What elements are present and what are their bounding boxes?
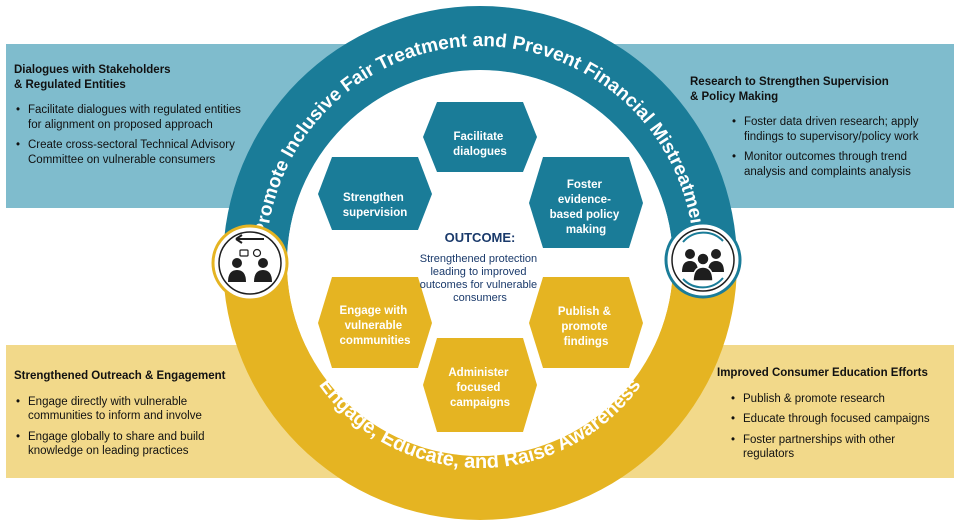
panel-list: Facilitate dialogues with regulated enti… xyxy=(14,103,242,167)
hex-label-line: findings xyxy=(564,336,609,348)
list-item: Foster partnerships with other regulator… xyxy=(729,433,947,462)
group-people-icon xyxy=(664,221,742,299)
hex-label-line: Strengthen xyxy=(343,192,404,204)
hex-label-line: focused xyxy=(456,382,500,394)
hex-label-line: Facilitate xyxy=(453,131,503,143)
panel-title: Research to Strengthen Supervision & Pol… xyxy=(690,75,940,104)
ring-bottom-half xyxy=(223,263,737,520)
hex-label-line: communities xyxy=(340,335,411,347)
hex-label-line: Foster xyxy=(567,179,603,191)
hex-label-line: promote xyxy=(561,321,607,333)
hex-facilitate-dialogues xyxy=(423,102,537,172)
hex-label-line: making xyxy=(566,224,606,236)
panel-title-line: & Regulated Entities xyxy=(14,78,126,91)
outcome-line: outcomes for vulnerable xyxy=(420,279,537,291)
outcome-line: consumers xyxy=(453,292,507,304)
hex-label-engage: Engage with vulnerable communities xyxy=(340,305,411,347)
panel-title-line: Research to Strengthen Supervision xyxy=(690,76,889,88)
list-item: Engage directly with vulnerable communit… xyxy=(14,395,249,424)
hex-label-facilitate: Facilitate dialogues xyxy=(453,131,507,158)
list-item: Educate through focused campaigns xyxy=(729,412,947,427)
panel-list: Foster data driven research; apply findi… xyxy=(690,115,940,179)
panel-title: Improved Consumer Education Efforts xyxy=(717,366,947,381)
outcome-line: Strengthened protection xyxy=(420,253,537,265)
dialogue-people-icon xyxy=(211,224,289,302)
hex-label-line: Administer xyxy=(448,367,509,379)
hex-label-line: dialogues xyxy=(453,146,507,158)
hex-strengthen-supervision xyxy=(318,157,432,230)
list-item: Publish & promote research xyxy=(729,392,947,407)
panel-consumer-education: Improved Consumer Education Efforts Publ… xyxy=(717,366,947,468)
panel-dialogues-stakeholders: Dialogues with Stakeholders & Regulated … xyxy=(14,63,242,173)
hex-label-administer: Administer focused campaigns xyxy=(448,367,511,409)
panel-list: Publish & promote research Educate throu… xyxy=(717,392,947,462)
hex-label-line: campaigns xyxy=(450,397,510,409)
hex-administer-campaigns xyxy=(423,338,537,432)
hex-foster-evidence xyxy=(529,157,643,248)
panel-title-line: Strengthened Outreach & Engagement xyxy=(14,370,226,382)
outcome-title: OUTCOME: xyxy=(445,230,516,245)
hex-label-line: Engage with xyxy=(340,305,408,317)
panel-outreach-engagement: Strengthened Outreach & Engagement Engag… xyxy=(14,369,249,465)
list-item: Create cross-sectoral Technical Advisory… xyxy=(14,138,242,167)
hex-publish-promote xyxy=(529,277,643,368)
panel-title-line: & Policy Making xyxy=(690,90,779,103)
panel-title-line: Dialogues with Stakeholders xyxy=(14,64,171,76)
list-item: Foster data driven research; apply findi… xyxy=(730,115,940,144)
hex-label-publish: Publish & promote findings xyxy=(558,306,614,348)
hex-engage-communities xyxy=(318,277,432,368)
hex-label-line: supervision xyxy=(343,207,408,219)
panel-title-line: Improved Consumer Education Efforts xyxy=(717,367,928,379)
list-item: Facilitate dialogues with regulated enti… xyxy=(14,103,242,132)
outcome-text: Strengthened protection leading to impro… xyxy=(420,253,540,304)
hex-label-line: evidence- xyxy=(558,194,611,206)
hex-label-foster: Foster evidence- based policy making xyxy=(550,179,623,236)
hex-label-line: based policy xyxy=(550,209,620,221)
list-item: Monitor outcomes through trend analysis … xyxy=(730,150,940,179)
ring-top-half xyxy=(223,6,737,263)
hex-label-line: vulnerable xyxy=(345,320,403,332)
panel-title: Dialogues with Stakeholders & Regulated … xyxy=(14,63,242,92)
hex-label-line: Publish & xyxy=(558,306,611,318)
panel-title: Strengthened Outreach & Engagement xyxy=(14,369,249,384)
panel-research-supervision: Research to Strengthen Supervision & Pol… xyxy=(690,75,940,185)
outcome-line: leading to improved xyxy=(430,266,526,278)
hex-label-strengthen: Strengthen supervision xyxy=(343,192,408,219)
panel-list: Engage directly with vulnerable communit… xyxy=(14,395,249,459)
list-item: Engage globally to share and build knowl… xyxy=(14,430,249,459)
